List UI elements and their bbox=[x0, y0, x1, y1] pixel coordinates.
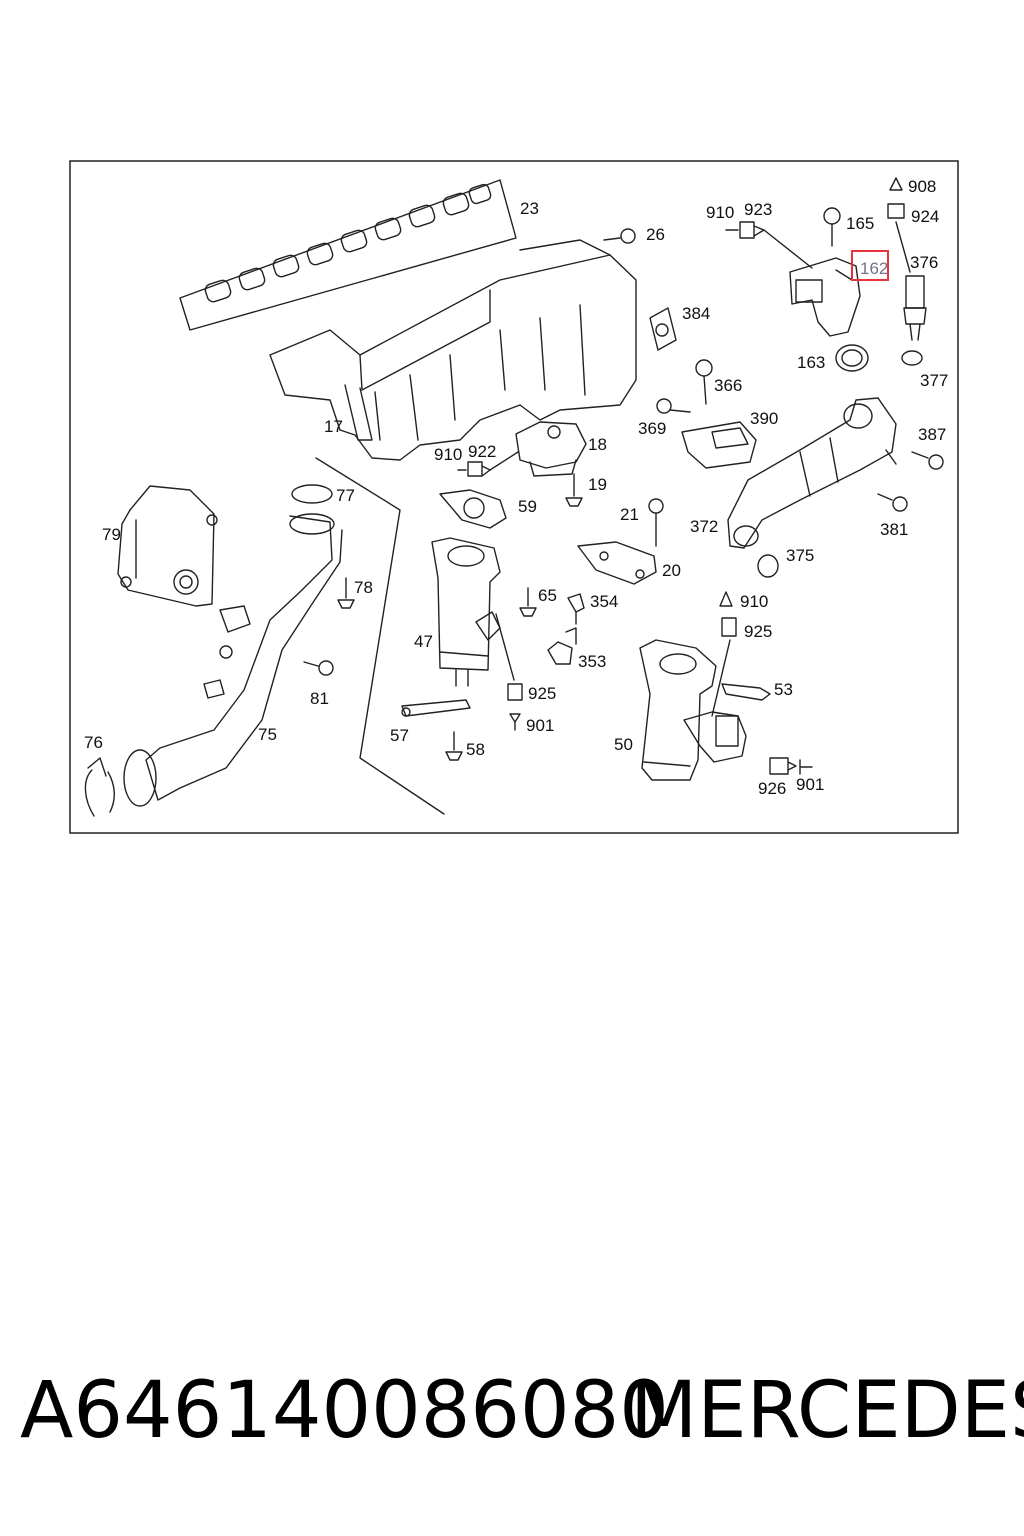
bolt-65 bbox=[519, 587, 537, 617]
callout-376: 376 bbox=[910, 253, 938, 272]
pressure-sensor-376 bbox=[887, 177, 927, 341]
callout-79: 79 bbox=[102, 525, 121, 544]
callout-390: 390 bbox=[750, 409, 778, 428]
seal-375 bbox=[757, 554, 779, 578]
callout-75: 75 bbox=[258, 725, 277, 744]
bolt-81 bbox=[303, 660, 334, 676]
callout-387: 387 bbox=[918, 425, 946, 444]
connector-910-925 bbox=[711, 591, 737, 717]
bolt-19 bbox=[565, 473, 583, 507]
callout-926: 926 bbox=[758, 779, 786, 798]
cover-79 bbox=[117, 485, 218, 607]
callout-163: 163 bbox=[797, 353, 825, 372]
callout-57: 57 bbox=[390, 726, 409, 745]
group-bracket bbox=[315, 457, 445, 815]
callout-81: 81 bbox=[310, 689, 329, 708]
gasket-59 bbox=[439, 489, 507, 529]
o-ring-77 bbox=[291, 484, 333, 504]
callout-925: 925 bbox=[528, 684, 556, 703]
washer-377 bbox=[901, 350, 923, 366]
callout-910: 910 bbox=[434, 445, 462, 464]
highlight-box-162 bbox=[851, 250, 889, 281]
callout-375: 375 bbox=[786, 546, 814, 565]
sensor-353 bbox=[547, 627, 577, 665]
callout-353: 353 bbox=[578, 652, 606, 671]
callout-922: 922 bbox=[468, 442, 496, 461]
callout-165: 165 bbox=[846, 214, 874, 233]
exploded-parts-diagram: 23 26 910 923 165 908 924 376 384 163 37… bbox=[69, 160, 959, 834]
seal-ring-163 bbox=[835, 344, 869, 372]
callout-372: 372 bbox=[690, 517, 718, 536]
diagram-frame bbox=[69, 160, 959, 834]
callout-381: 381 bbox=[880, 520, 908, 539]
brand-name: MERCEDES bbox=[630, 1366, 1024, 1456]
bolt-26 bbox=[603, 228, 636, 244]
actuator-18 bbox=[515, 421, 587, 477]
callout-76: 76 bbox=[84, 733, 103, 752]
bolt-21 bbox=[648, 498, 664, 547]
sensor-162 bbox=[789, 257, 861, 337]
callout-47: 47 bbox=[414, 632, 433, 651]
plate-20 bbox=[577, 541, 657, 585]
manifold-gasket bbox=[179, 179, 517, 331]
egr-cooler-372 bbox=[727, 397, 897, 549]
callout-923: 923 bbox=[744, 200, 772, 219]
callout-26: 26 bbox=[646, 225, 665, 244]
callout-377: 377 bbox=[920, 371, 948, 390]
sensor-connector-47 bbox=[475, 611, 515, 681]
connector-925-901 bbox=[507, 683, 523, 731]
callout-50: 50 bbox=[614, 735, 633, 754]
callout-925: 925 bbox=[744, 622, 772, 641]
callout-901: 901 bbox=[526, 716, 554, 735]
callout-910: 910 bbox=[740, 592, 768, 611]
callout-908: 908 bbox=[908, 177, 936, 196]
pipe-75 bbox=[123, 513, 343, 807]
clamp-76 bbox=[84, 757, 115, 817]
callout-53: 53 bbox=[774, 680, 793, 699]
bolt-165 bbox=[823, 207, 841, 247]
callout-19: 19 bbox=[588, 475, 607, 494]
callout-910: 910 bbox=[706, 203, 734, 222]
bolt-387 bbox=[911, 451, 944, 470]
callout-21: 21 bbox=[620, 505, 639, 524]
gasket-384 bbox=[649, 307, 677, 351]
part-number: A646140086080 bbox=[20, 1366, 669, 1456]
bracket-57 bbox=[401, 699, 471, 717]
callout-59: 59 bbox=[518, 497, 537, 516]
bolt-58 bbox=[445, 731, 463, 761]
callout-901: 901 bbox=[796, 775, 824, 794]
callout-78: 78 bbox=[354, 578, 373, 597]
bolt-354 bbox=[567, 593, 585, 625]
callout-366: 366 bbox=[714, 376, 742, 395]
bracket-390 bbox=[681, 421, 757, 469]
exhaust-manifold bbox=[269, 239, 637, 461]
bracket-53 bbox=[721, 683, 771, 701]
bolt-366 bbox=[695, 359, 713, 405]
callout-17: 17 bbox=[324, 417, 343, 436]
connector-926-901 bbox=[769, 757, 813, 775]
connector-922 bbox=[457, 451, 519, 477]
callout-65: 65 bbox=[538, 586, 557, 605]
callout-20: 20 bbox=[662, 561, 681, 580]
callout-162: 162 bbox=[860, 259, 888, 278]
callout-384: 384 bbox=[682, 304, 710, 323]
connector-923 bbox=[725, 221, 813, 269]
callout-58: 58 bbox=[466, 740, 485, 759]
callout-77: 77 bbox=[336, 486, 355, 505]
bolt-369 bbox=[656, 398, 691, 414]
bolt-381 bbox=[877, 493, 908, 512]
callout-924: 924 bbox=[911, 207, 939, 226]
bolt-78 bbox=[337, 577, 355, 609]
callout-354: 354 bbox=[590, 592, 618, 611]
throttle-body-47 bbox=[431, 537, 501, 687]
callout-369: 369 bbox=[638, 419, 666, 438]
throttle-body-50 bbox=[639, 639, 747, 781]
callout-18: 18 bbox=[588, 435, 607, 454]
callout-23: 23 bbox=[520, 199, 539, 218]
